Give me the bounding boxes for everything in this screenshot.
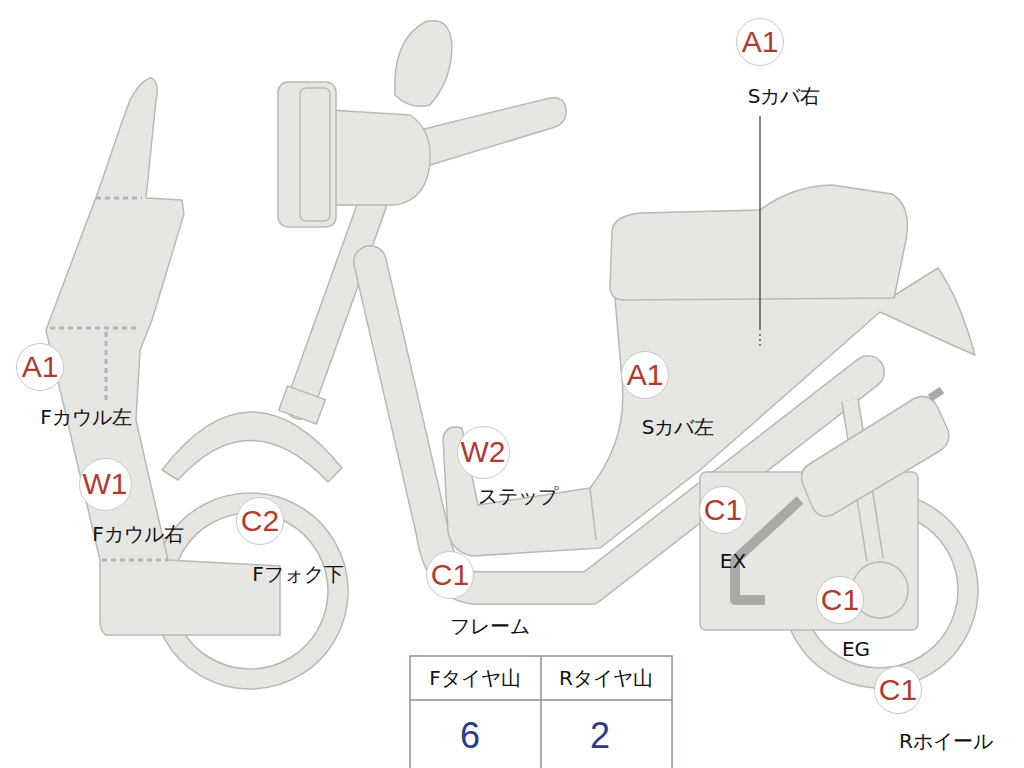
muffler-tip [930, 390, 942, 398]
fork-collar [279, 386, 325, 424]
headlight [278, 82, 336, 227]
callout-circle: A1 [16, 343, 64, 391]
part-callout: C1Rホイール [874, 666, 993, 752]
part-callout: W1Fカウル右 [79, 458, 184, 546]
cowl-dotted-lines [50, 198, 168, 560]
callout-circle: C1 [426, 551, 474, 599]
muffler [802, 396, 949, 516]
part-callout: A1Fカウル左 [16, 343, 132, 428]
table-header: Rタイヤ山 [559, 668, 653, 688]
front-fork-outline [300, 205, 372, 405]
callout-circle: C1 [874, 666, 922, 714]
part-callout: A1Sカバ左 [621, 351, 714, 438]
callout-circle: A1 [621, 351, 669, 399]
table-value: 6 [460, 718, 480, 754]
part-name: Rホイール [899, 730, 993, 752]
callout-circle: A1 [736, 18, 784, 66]
part-name: ステップ [478, 485, 558, 507]
callout-number: W1 [83, 469, 128, 499]
leader-line-end [759, 334, 760, 348]
callout-circle: C1 [699, 486, 747, 534]
part-name: Fカウル右 [92, 523, 184, 545]
head-cover [330, 110, 430, 205]
callout-circle: C2 [236, 497, 284, 545]
part-callout: C1EG [816, 576, 870, 660]
part-name: EG [842, 638, 870, 660]
callout-circle: W2 [457, 426, 510, 479]
callout-number: C1 [821, 585, 859, 615]
step-seam [590, 488, 596, 540]
part-callout: C1 フレーム [426, 551, 530, 637]
callout-circle: W1 [79, 458, 132, 511]
callout-number: W2 [461, 437, 506, 467]
body-cover [443, 268, 975, 556]
part-callout: C1EX [699, 486, 747, 572]
part-callout: W2 ステップ [457, 426, 559, 508]
part-name: Fフォク下 [252, 563, 344, 585]
handlebar [420, 98, 566, 165]
callout-number: C1 [431, 560, 469, 590]
leader-line [759, 116, 760, 330]
callout-number: A1 [22, 352, 59, 382]
mirror [395, 21, 452, 107]
headlight-lens [300, 88, 330, 221]
callout-number: C2 [241, 506, 279, 536]
part-callout: C2Fフォク下 [236, 497, 344, 585]
part-name: Fカウル左 [40, 406, 132, 428]
front-cowl [46, 78, 280, 635]
front-fork [300, 205, 372, 405]
table-value: 2 [590, 718, 610, 754]
callout-number: A1 [742, 27, 779, 57]
tread-table [410, 656, 672, 768]
part-name: EX [720, 550, 746, 572]
part-name: フレーム [450, 615, 530, 637]
callout-number: A1 [627, 360, 664, 390]
callout-number: C1 [879, 675, 917, 705]
seat [610, 185, 907, 300]
callout-circle: C1 [816, 576, 864, 624]
part-name: Sカバ左 [642, 416, 715, 438]
part-callout: A1Sカバ右 [736, 18, 820, 107]
table-header: Fタイヤ山 [429, 668, 521, 688]
callout-number: C1 [704, 495, 742, 525]
part-name: Sカバ右 [748, 85, 821, 107]
